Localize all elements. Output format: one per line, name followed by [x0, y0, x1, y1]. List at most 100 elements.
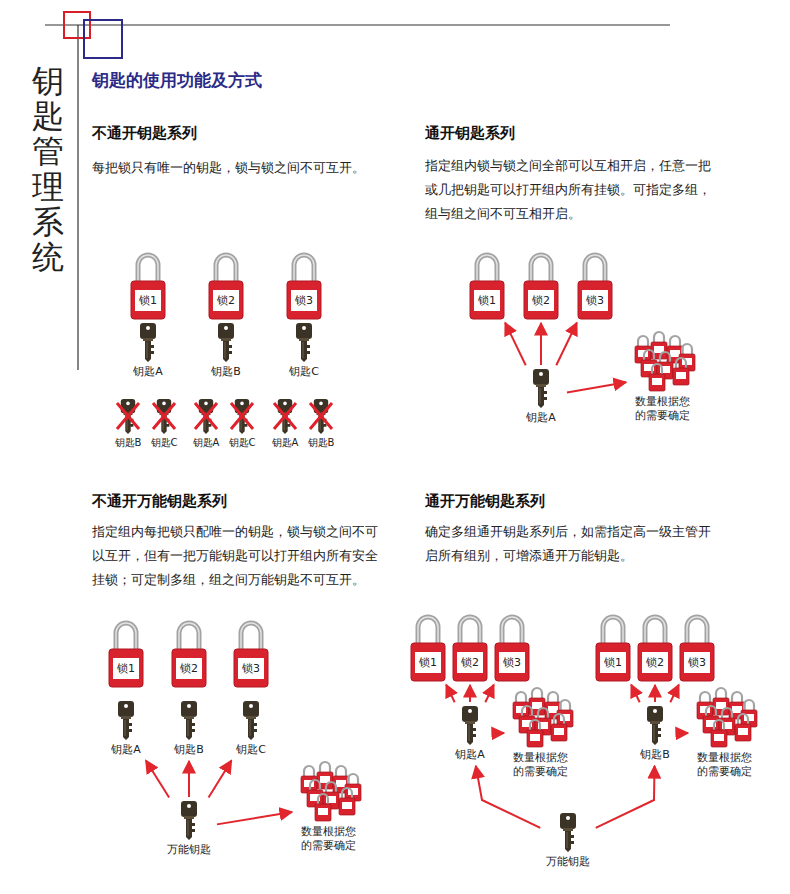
- padlock: 锁3: [286, 250, 322, 320]
- arrow-connector: [567, 382, 626, 392]
- key-label: 钥匙A: [272, 435, 299, 450]
- arrow-connector: [670, 685, 678, 703]
- arrow-connector: [596, 766, 655, 828]
- red-square: [64, 12, 90, 38]
- padlock-art: [171, 618, 207, 688]
- lock-number: 锁2: [532, 291, 550, 311]
- top-rule: [45, 24, 670, 25]
- label-text: 每把锁只有唯一的钥匙，锁与锁之间不可互开。: [92, 156, 412, 180]
- padlock-art: [286, 250, 322, 320]
- key: 钥匙A: [125, 322, 171, 380]
- lock-number: 锁2: [180, 659, 198, 679]
- key-label: 钥匙C: [229, 435, 256, 450]
- padlock-art: [410, 612, 446, 682]
- key-label: 钥匙A: [526, 410, 556, 426]
- label-text: 通开万能钥匙系列: [425, 490, 745, 512]
- label-text: 不通开钥匙系列: [92, 122, 412, 144]
- label-text: 指定组内每把锁只配唯一的钥匙，锁与锁之间不可以互开，但有一把万能钥匙可以打开组内…: [92, 520, 390, 592]
- key: 钥匙B: [632, 705, 678, 763]
- padlock-stack: 数量根据您的需要确定: [629, 330, 695, 422]
- padlock: 锁2: [452, 612, 488, 682]
- key-label: 钥匙A: [193, 435, 220, 450]
- padlock: 锁1: [595, 612, 631, 682]
- arrow-connector: [631, 685, 639, 703]
- key-label: 钥匙B: [115, 435, 142, 450]
- lock-number: 锁2: [217, 291, 235, 311]
- section-heading: 不通开万能钥匙系列: [92, 490, 412, 512]
- key-label: 钥匙C: [236, 742, 266, 758]
- side-rule: [77, 25, 78, 370]
- padlock: 锁2: [637, 612, 673, 682]
- lock-number: 锁1: [478, 291, 496, 311]
- padlock-stack-art: [691, 686, 757, 778]
- arrow-connector: [446, 685, 454, 703]
- label-text: 确定多组通开钥匙系列后，如需指定高一级主管开启所有组别，可增添通开万能钥匙。: [425, 520, 723, 568]
- crossed-key: 钥匙A: [189, 398, 223, 450]
- padlock: 锁3: [577, 250, 613, 320]
- padlock: 锁3: [494, 612, 530, 682]
- key: 万能钥匙: [164, 800, 214, 858]
- key: 钥匙A: [447, 705, 493, 763]
- key-label: 钥匙B: [211, 364, 241, 380]
- quantity-note: 数量根据您的需要确定: [695, 750, 753, 778]
- key-label: 钥匙B: [640, 747, 670, 763]
- lock-number: 锁2: [461, 653, 479, 673]
- lock-number: 锁2: [646, 653, 664, 673]
- padlock-art: [452, 612, 488, 682]
- padlock: 锁2: [208, 250, 244, 320]
- crossed-key: 钥匙C: [225, 398, 259, 450]
- lock-number: 锁3: [295, 291, 313, 311]
- section-description: 确定多组通开钥匙系列后，如需指定高一级主管开启所有组别，可增添通开万能钥匙。: [425, 520, 723, 568]
- padlock-stack-art: [629, 330, 695, 422]
- padlock-art: [577, 250, 613, 320]
- padlock-art: [469, 250, 505, 320]
- arrow-connector: [485, 685, 493, 703]
- padlock-stack: 数量根据您的需要确定: [295, 760, 361, 852]
- label-text: 通开钥匙系列: [425, 122, 745, 144]
- lock-number: 锁1: [604, 653, 622, 673]
- crossed-key: 钥匙A: [268, 398, 302, 450]
- padlock-art: [637, 612, 673, 682]
- lock-number: 锁3: [503, 653, 521, 673]
- quantity-note: 数量根据您的需要确定: [633, 394, 691, 422]
- section-heading: 通开万能钥匙系列: [425, 490, 745, 512]
- arrow-connector: [217, 812, 292, 824]
- key-label: 钥匙B: [174, 742, 204, 758]
- padlock-stack-art: [507, 686, 573, 778]
- lock-number: 锁3: [688, 653, 706, 673]
- arrow-connector: [505, 323, 526, 366]
- arrow-connector: [654, 685, 656, 702]
- lock-number: 锁1: [139, 291, 157, 311]
- key-label: 万能钥匙: [167, 842, 211, 858]
- padlock: 锁2: [171, 618, 207, 688]
- key: 钥匙A: [518, 368, 564, 426]
- padlock: 锁3: [233, 618, 269, 688]
- lock-number: 锁1: [419, 653, 437, 673]
- page-heading: 钥匙的使用功能及方式: [92, 68, 492, 92]
- arrow-connector: [469, 685, 471, 702]
- key: 钥匙C: [281, 322, 327, 380]
- padlock: 锁2: [523, 250, 559, 320]
- arrow-connector: [188, 761, 190, 797]
- key-label: 钥匙B: [308, 435, 335, 450]
- padlock: 锁3: [679, 612, 715, 682]
- section-heading: 不通开钥匙系列: [92, 122, 412, 144]
- section-description: 每把锁只有唯一的钥匙，锁与锁之间不可互开。: [92, 156, 412, 180]
- arrow-connector: [209, 761, 232, 798]
- key-label: 钥匙A: [133, 364, 163, 380]
- crossed-key: 钥匙B: [111, 398, 145, 450]
- key: 钥匙C: [228, 700, 274, 758]
- key: 钥匙B: [166, 700, 212, 758]
- quantity-note: 数量根据您的需要确定: [511, 750, 569, 778]
- key-label: 钥匙A: [111, 742, 141, 758]
- lock-number: 锁1: [117, 659, 135, 679]
- padlock-stack: 数量根据您的需要确定: [507, 686, 573, 778]
- label-text: 指定组内锁与锁之间全部可以互相开启，任意一把或几把钥匙可以打开组内所有挂锁。可指…: [425, 154, 723, 226]
- padlock: 锁1: [469, 250, 505, 320]
- key-label: 万能钥匙: [546, 854, 590, 870]
- padlock: 锁1: [410, 612, 446, 682]
- key: 钥匙A: [103, 700, 149, 758]
- quantity-note: 数量根据您的需要确定: [299, 824, 357, 852]
- section-description: 指定组内锁与锁之间全部可以互相开启，任意一把或几把钥匙可以打开组内所有挂锁。可指…: [425, 154, 723, 226]
